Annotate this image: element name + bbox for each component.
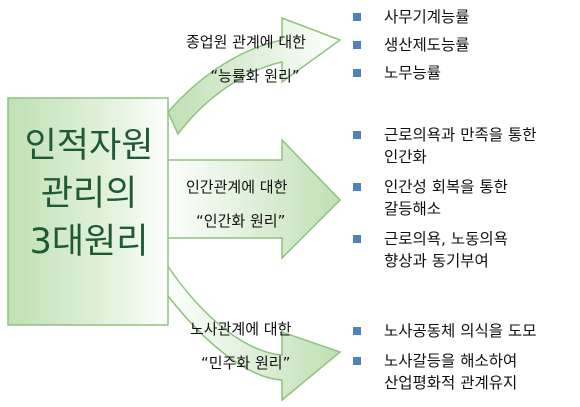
center-arrow-body	[7, 97, 169, 326]
arrow-efficiency	[167, 16, 342, 136]
bullet-square-icon	[353, 357, 361, 365]
branch-heading: 인간관계에 대한	[186, 178, 288, 196]
democratization-label: 노사관계에 대한 “민주화 원리”	[190, 312, 291, 380]
efficiency-items: 사무기계능률 생산제도능률 노무능률	[348, 6, 470, 84]
center-title-line: 관리의	[40, 174, 138, 214]
bullet-square-icon	[353, 327, 361, 335]
bullet-square-icon	[353, 13, 361, 21]
branch-principle: “인간화 원리”	[196, 212, 286, 230]
humanization-label: 인간관계에 대한 “인간화 원리”	[186, 170, 287, 238]
bullet-square-icon	[353, 131, 361, 139]
efficiency-label: 종업원 관계에 대한 “능률화 원리”	[186, 25, 306, 93]
list-item: 인간성 회복을 통한 갈등해소	[348, 176, 536, 220]
center-title: 인적자원 관리의 3대원리	[14, 122, 164, 266]
democratization-items: 노사공동체 의식을 도모 노사갈등을 해소하여 산업평화적 관계유지	[348, 320, 536, 394]
branch-heading: 종업원 관계에 대한	[186, 33, 306, 51]
list-item: 노사공동체 의식을 도모	[348, 320, 536, 342]
list-item: 근로의욕과 만족을 통한 인간화	[348, 124, 536, 168]
center-title-line: 3대원리	[29, 222, 149, 262]
arrow-humanization	[164, 138, 342, 260]
list-item: 노사갈등을 해소하여 산업평화적 관계유지	[348, 350, 536, 394]
center-title-line: 인적자원	[24, 126, 154, 166]
bullet-square-icon	[353, 41, 361, 49]
list-item: 근로의욕, 노동의욕 향상과 동기부여	[348, 228, 536, 272]
humanization-items: 근로의욕과 만족을 통한 인간화 인간성 회복을 통한 갈등해소 근로의욕, 노…	[348, 124, 536, 272]
bullet-square-icon	[353, 69, 361, 77]
list-item: 생산제도능률	[348, 34, 470, 56]
arrow-democratization	[164, 259, 342, 402]
bullet-square-icon	[353, 235, 361, 243]
list-item: 사무기계능률	[348, 6, 470, 28]
bullet-square-icon	[353, 183, 361, 191]
list-item: 노무능률	[348, 62, 470, 84]
branch-principle: “민주화 원리”	[201, 354, 291, 372]
branch-principle: “능률화 원리”	[210, 67, 300, 85]
branch-heading: 노사관계에 대한	[190, 320, 292, 338]
